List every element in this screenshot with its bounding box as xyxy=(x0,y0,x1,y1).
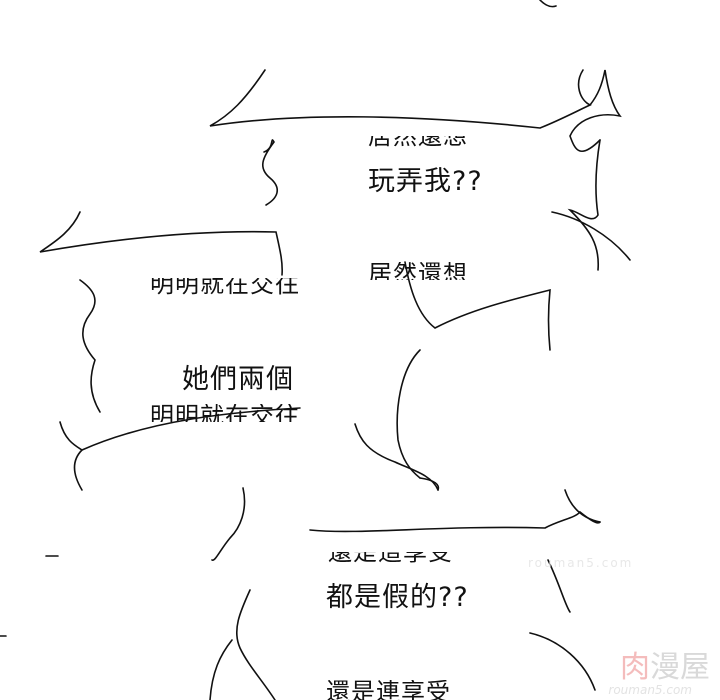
bubble-outline xyxy=(551,211,631,261)
bubble-outline xyxy=(209,69,592,129)
bubble4-main-text: 都是假的?? xyxy=(326,582,469,613)
watermark-url-faint: rouman5.com xyxy=(528,556,634,570)
bubble-outline xyxy=(211,487,246,561)
bubble-outline xyxy=(354,423,439,491)
bubble-outline xyxy=(396,349,421,479)
watermark-url: rouman5.com xyxy=(608,683,692,697)
bubble-outline xyxy=(81,407,301,451)
bubble-outline xyxy=(404,261,551,351)
bubble1-top-partial: 居然還想 xyxy=(368,136,468,150)
bubble4-top-partial: 還是這享受 xyxy=(328,552,453,566)
bubble-outline xyxy=(567,139,601,271)
bubble-outline xyxy=(547,559,571,613)
watermark-logo: 肉漫屋 xyxy=(620,650,710,685)
bubble-outline xyxy=(419,477,440,491)
bubble-outline xyxy=(39,211,283,276)
bubble4-bottom-partial: 還是連享受 xyxy=(326,680,451,700)
stray-mark xyxy=(539,0,557,8)
bubble-outline xyxy=(209,639,233,700)
bubble2-top-partial: 居然還想 xyxy=(368,262,468,280)
bubble-outline xyxy=(79,279,101,413)
bubble-outline xyxy=(529,632,596,691)
bubble3-top-partial: 明明就在交往 xyxy=(150,278,300,298)
bubble-outline xyxy=(309,510,601,533)
bubble-outline xyxy=(235,589,276,700)
bubble1-main-text: 玩弄我?? xyxy=(368,166,483,197)
bubble-outline xyxy=(569,69,622,153)
bubble3-bottom-partial: 明明就在交往 xyxy=(150,404,300,422)
bubble-outline xyxy=(564,489,601,523)
bubble-outline xyxy=(262,139,278,206)
bubble3-main-text: 她們兩個 xyxy=(182,364,294,395)
bubble-outline xyxy=(59,421,84,491)
